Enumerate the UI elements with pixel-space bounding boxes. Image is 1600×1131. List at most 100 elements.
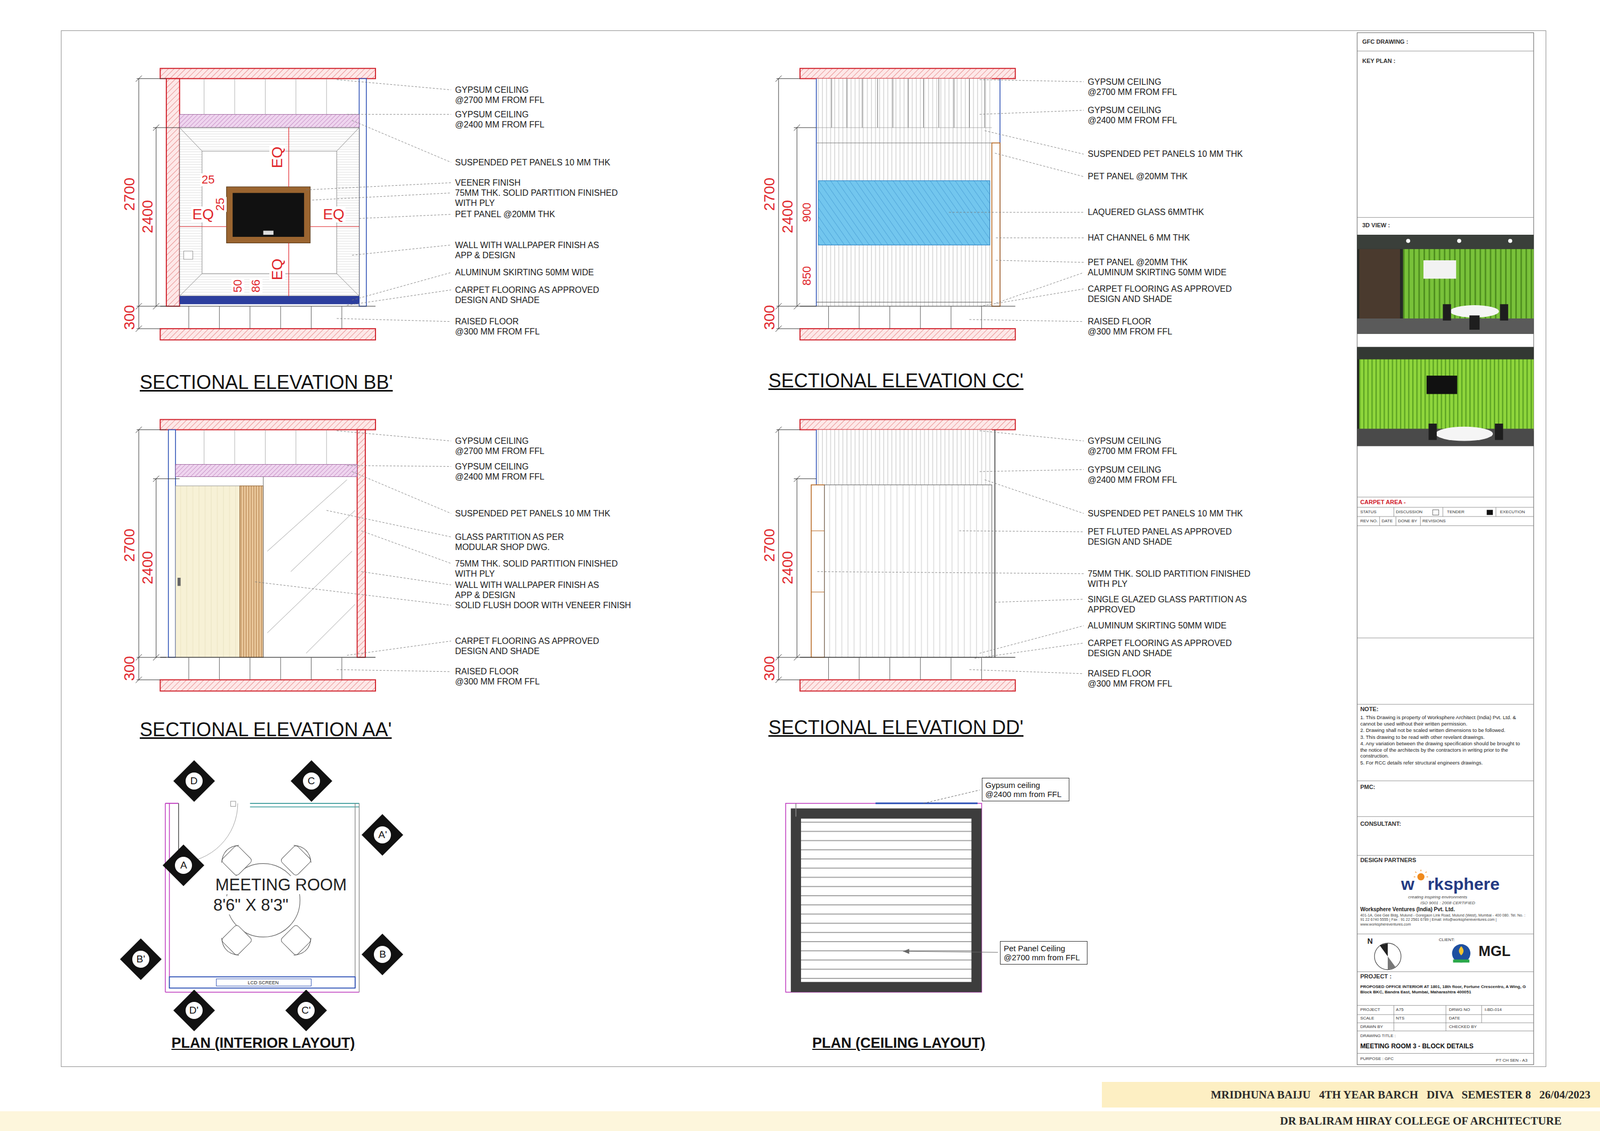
table-cell: DRAWN BY — [1360, 1024, 1383, 1030]
dimension-text: 2700 — [121, 528, 138, 562]
annotation-text: CARPET FLOORING AS APPROVED DESIGN AND S… — [454, 635, 610, 656]
marker-diamond — [173, 760, 215, 802]
annotation-text: GYPSUM CEILING @2400 MM FROM FFL — [454, 109, 549, 130]
annotation-text: CARPET FLOORING AS APPROVED DESIGN AND S… — [1088, 637, 1243, 659]
dimension-text: EQ — [269, 145, 286, 169]
annotation-text: GYPSUM CEILING @2700 MM FROM FFL — [1088, 435, 1182, 456]
dimension-text: 2700 — [121, 177, 138, 211]
table-cell: A75 — [1395, 1006, 1404, 1013]
section-marker: C — [290, 759, 333, 803]
annotation-text: GLASS PARTITION AS PER MODULAR SHOP DWG. — [454, 531, 578, 552]
table-cell: CHECKED BY — [1449, 1024, 1477, 1030]
marker-letter: B' — [136, 953, 146, 965]
table-cell: PT CH SEN - A3 — [1496, 1057, 1528, 1063]
marker-letter: D' — [189, 1004, 199, 1016]
note-text: 1. This Drawing is property of Workspher… — [1360, 714, 1528, 727]
marker-letter: A' — [378, 828, 387, 841]
logo-text: rksphere — [1427, 874, 1500, 894]
section-marker: B — [361, 932, 404, 976]
section-title: SECTIONAL ELEVATION BB' — [139, 371, 393, 394]
table-cell: REVISIONS — [1422, 518, 1446, 524]
marker-letter: C' — [301, 1004, 311, 1016]
marker-letter: A — [180, 859, 188, 871]
room-name: 8'6" X 8'3" — [212, 896, 290, 915]
marker-diamond — [290, 760, 333, 802]
annotation-text: PET PANEL @20MM THK — [454, 209, 555, 220]
equipment-label: LCD SCREEN — [248, 979, 279, 986]
footer-band: MRIDHUNA BAIJU 4TH YEAR BARCH DIVA SEMES… — [1101, 1081, 1600, 1108]
section-title: SECTIONAL ELEVATION DD' — [768, 716, 1024, 739]
section-marker: D' — [172, 988, 216, 1032]
title-block-heading: PMC: — [1360, 783, 1375, 791]
annotation-text: PET FLUTED PANEL AS APPROVED DESIGN AND … — [1088, 526, 1248, 547]
marker-circle — [174, 856, 193, 875]
title-block-heading: 3D VIEW : — [1362, 221, 1390, 229]
section-title: SECTIONAL ELEVATION AA' — [139, 718, 392, 741]
marker-circle — [185, 1001, 204, 1020]
annotation-text: GYPSUM CEILING @2400 MM FROM FFL — [1088, 464, 1182, 485]
annotation-text: LAQUERED GLASS 6MMTHK — [1088, 206, 1205, 218]
table-cell: CLIENT: — [1438, 937, 1455, 943]
drawing-title: MEETING ROOM 3 - BLOCK DETAILS — [1360, 1042, 1474, 1050]
dimension-text: EQ — [321, 206, 346, 223]
annotation-text: RAISED FLOOR @300 MM FROM FFL — [454, 666, 541, 687]
dimension-text: 50 — [231, 277, 245, 293]
dimension-text: 86 — [249, 277, 263, 293]
table-cell: DATE — [1381, 518, 1394, 524]
dimension-text: 300 — [121, 656, 138, 682]
annotation-text: 75MM THK. SOLID PARTITION FINISHED WITH … — [454, 558, 626, 579]
table-cell: TENDER — [1446, 509, 1465, 515]
table-cell: I-BD-014 — [1484, 1006, 1502, 1013]
section-marker: A' — [361, 813, 404, 856]
table-cell: STATUS — [1360, 509, 1376, 515]
section-marker: C' — [284, 988, 328, 1032]
annotation-text: SUSPENDED PET PANELS 10 MM THK — [454, 157, 611, 168]
dimension-text: 850 — [800, 264, 814, 287]
section-marker: B' — [119, 937, 163, 981]
title-block-heading: CONSULTANT: — [1360, 820, 1402, 828]
dimension-text: 300 — [761, 656, 778, 682]
dimension-text: 300 — [121, 305, 138, 331]
title-block-heading: CARPET AREA - — [1360, 498, 1406, 506]
annotation-text: GYPSUM CEILING @2700 MM FROM FFL — [1088, 76, 1182, 98]
callout-box: Pet Panel Ceiling @2700 mm from FFL — [1000, 940, 1088, 965]
table-cell: PROJECT — [1360, 1006, 1380, 1013]
title-block-heading: GFC DRAWING : — [1362, 38, 1408, 46]
section-marker: D — [172, 759, 216, 803]
title-block-heading: PROJECT : — [1360, 972, 1392, 980]
table-cell: REV NO. — [1360, 518, 1378, 524]
annotation-text: VEENER FINISH — [454, 177, 521, 188]
annotation-text: 75MM THK. SOLID PARTITION FINISHED WITH … — [454, 187, 626, 208]
annotation-text: RAISED FLOOR @300 MM FROM FFL — [1088, 668, 1174, 689]
annotation-text: SUSPENDED PET PANELS 10 MM THK — [1088, 148, 1244, 159]
marker-diamond — [162, 844, 205, 886]
dimension-text: 2400 — [139, 199, 156, 233]
marker-circle — [373, 825, 392, 844]
annotation-text: ALUMINUM SKIRTING 50MM WIDE — [1088, 267, 1227, 278]
marker-circle — [185, 771, 204, 790]
annotation-text: HAT CHANNEL 6 MM THK — [1088, 232, 1190, 243]
logo-text: w — [1401, 874, 1415, 894]
title-block-heading: KEY PLAN : — [1362, 57, 1396, 65]
annotation-text: GYPSUM CEILING @2400 MM FROM FFL — [1088, 105, 1182, 126]
marker-diamond — [361, 813, 404, 856]
table-cell: PURPOSE : GFC — [1360, 1056, 1394, 1062]
table-cell: NTS — [1395, 1015, 1405, 1021]
marker-diamond — [120, 938, 162, 980]
dimension-text: 2700 — [761, 528, 778, 562]
table-cell: DRAWING TITLE : — [1360, 1033, 1396, 1039]
marker-circle — [297, 1001, 316, 1020]
annotation-text: SUSPENDED PET PANELS 10 MM THK — [1088, 508, 1244, 519]
section-title: SECTIONAL ELEVATION CC' — [768, 370, 1024, 392]
annotation-text: GYPSUM CEILING @2700 MM FROM FFL — [454, 84, 549, 106]
annotation-text: WALL WITH WALLPAPER FINISH AS APP & DESI… — [454, 240, 610, 261]
annotation-text: SINGLE GLAZED GLASS PARTITION AS APPROVE… — [1088, 594, 1259, 615]
table-cell: DRWG NO — [1449, 1006, 1470, 1013]
marker-diamond — [361, 933, 404, 975]
plan-title: PLAN (CEILING LAYOUT) — [812, 1034, 986, 1051]
annotation-text: 75MM THK. SOLID PARTITION FINISHED WITH … — [1088, 568, 1259, 589]
annotation-text: GYPSUM CEILING @2700 MM FROM FFL — [454, 435, 549, 456]
